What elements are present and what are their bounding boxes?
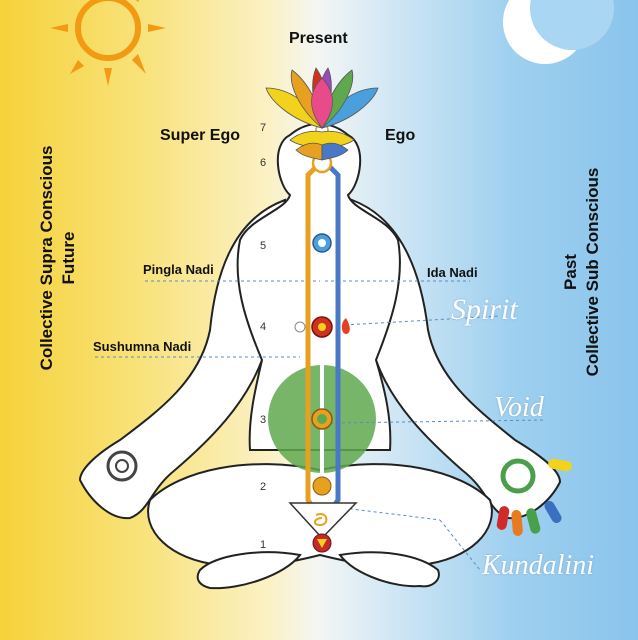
right-caption-line1: Past — [561, 254, 580, 290]
void-label: Void — [494, 392, 544, 423]
left-hand-symbol — [106, 450, 138, 482]
flame-icon — [341, 318, 350, 334]
sushumna-nadi-label: Sushumna Nadi — [93, 339, 192, 354]
spirit-label: Spirit — [451, 293, 518, 326]
swadishthan-chakra-icon — [312, 476, 332, 496]
right-hand-symbol — [496, 458, 572, 536]
chakra-number-7: 7 — [260, 122, 267, 134]
ida-nadi-label: Ida Nadi — [427, 265, 478, 280]
chakra-number-6: 6 — [260, 157, 267, 169]
moon-icon — [503, 0, 614, 64]
right-caption-line2: Collective Sub Conscious — [583, 167, 602, 377]
pingla-nadi-label: Pingla Nadi — [143, 262, 214, 277]
ego-label: Ego — [385, 127, 416, 144]
lotus-icon — [265, 67, 379, 161]
kundalini-coil-icon — [314, 513, 328, 527]
chakra-number-3: 3 — [260, 414, 267, 426]
mooladhara-triangle — [317, 539, 327, 548]
left-caption-line2: Future — [59, 231, 78, 285]
chakra-number-2: 2 — [260, 481, 267, 493]
sacrum-triangle — [288, 502, 358, 540]
left-side-caption: Collective Supra Conscious Future — [36, 108, 80, 408]
kundalini-label: Kundalini — [482, 550, 595, 581]
right-side-caption: Past Collective Sub Conscious — [560, 122, 604, 422]
super-ego-label: Super Ego — [160, 127, 241, 144]
sun-icon — [50, 0, 166, 86]
left-caption-line1: Collective Supra Conscious — [37, 145, 56, 371]
chakra-number-1: 1 — [260, 539, 267, 551]
left-heart-dot — [294, 321, 306, 333]
chakra-number-5: 5 — [260, 240, 267, 252]
chakra-number-4: 4 — [260, 321, 267, 333]
present-label: Present — [289, 30, 348, 47]
